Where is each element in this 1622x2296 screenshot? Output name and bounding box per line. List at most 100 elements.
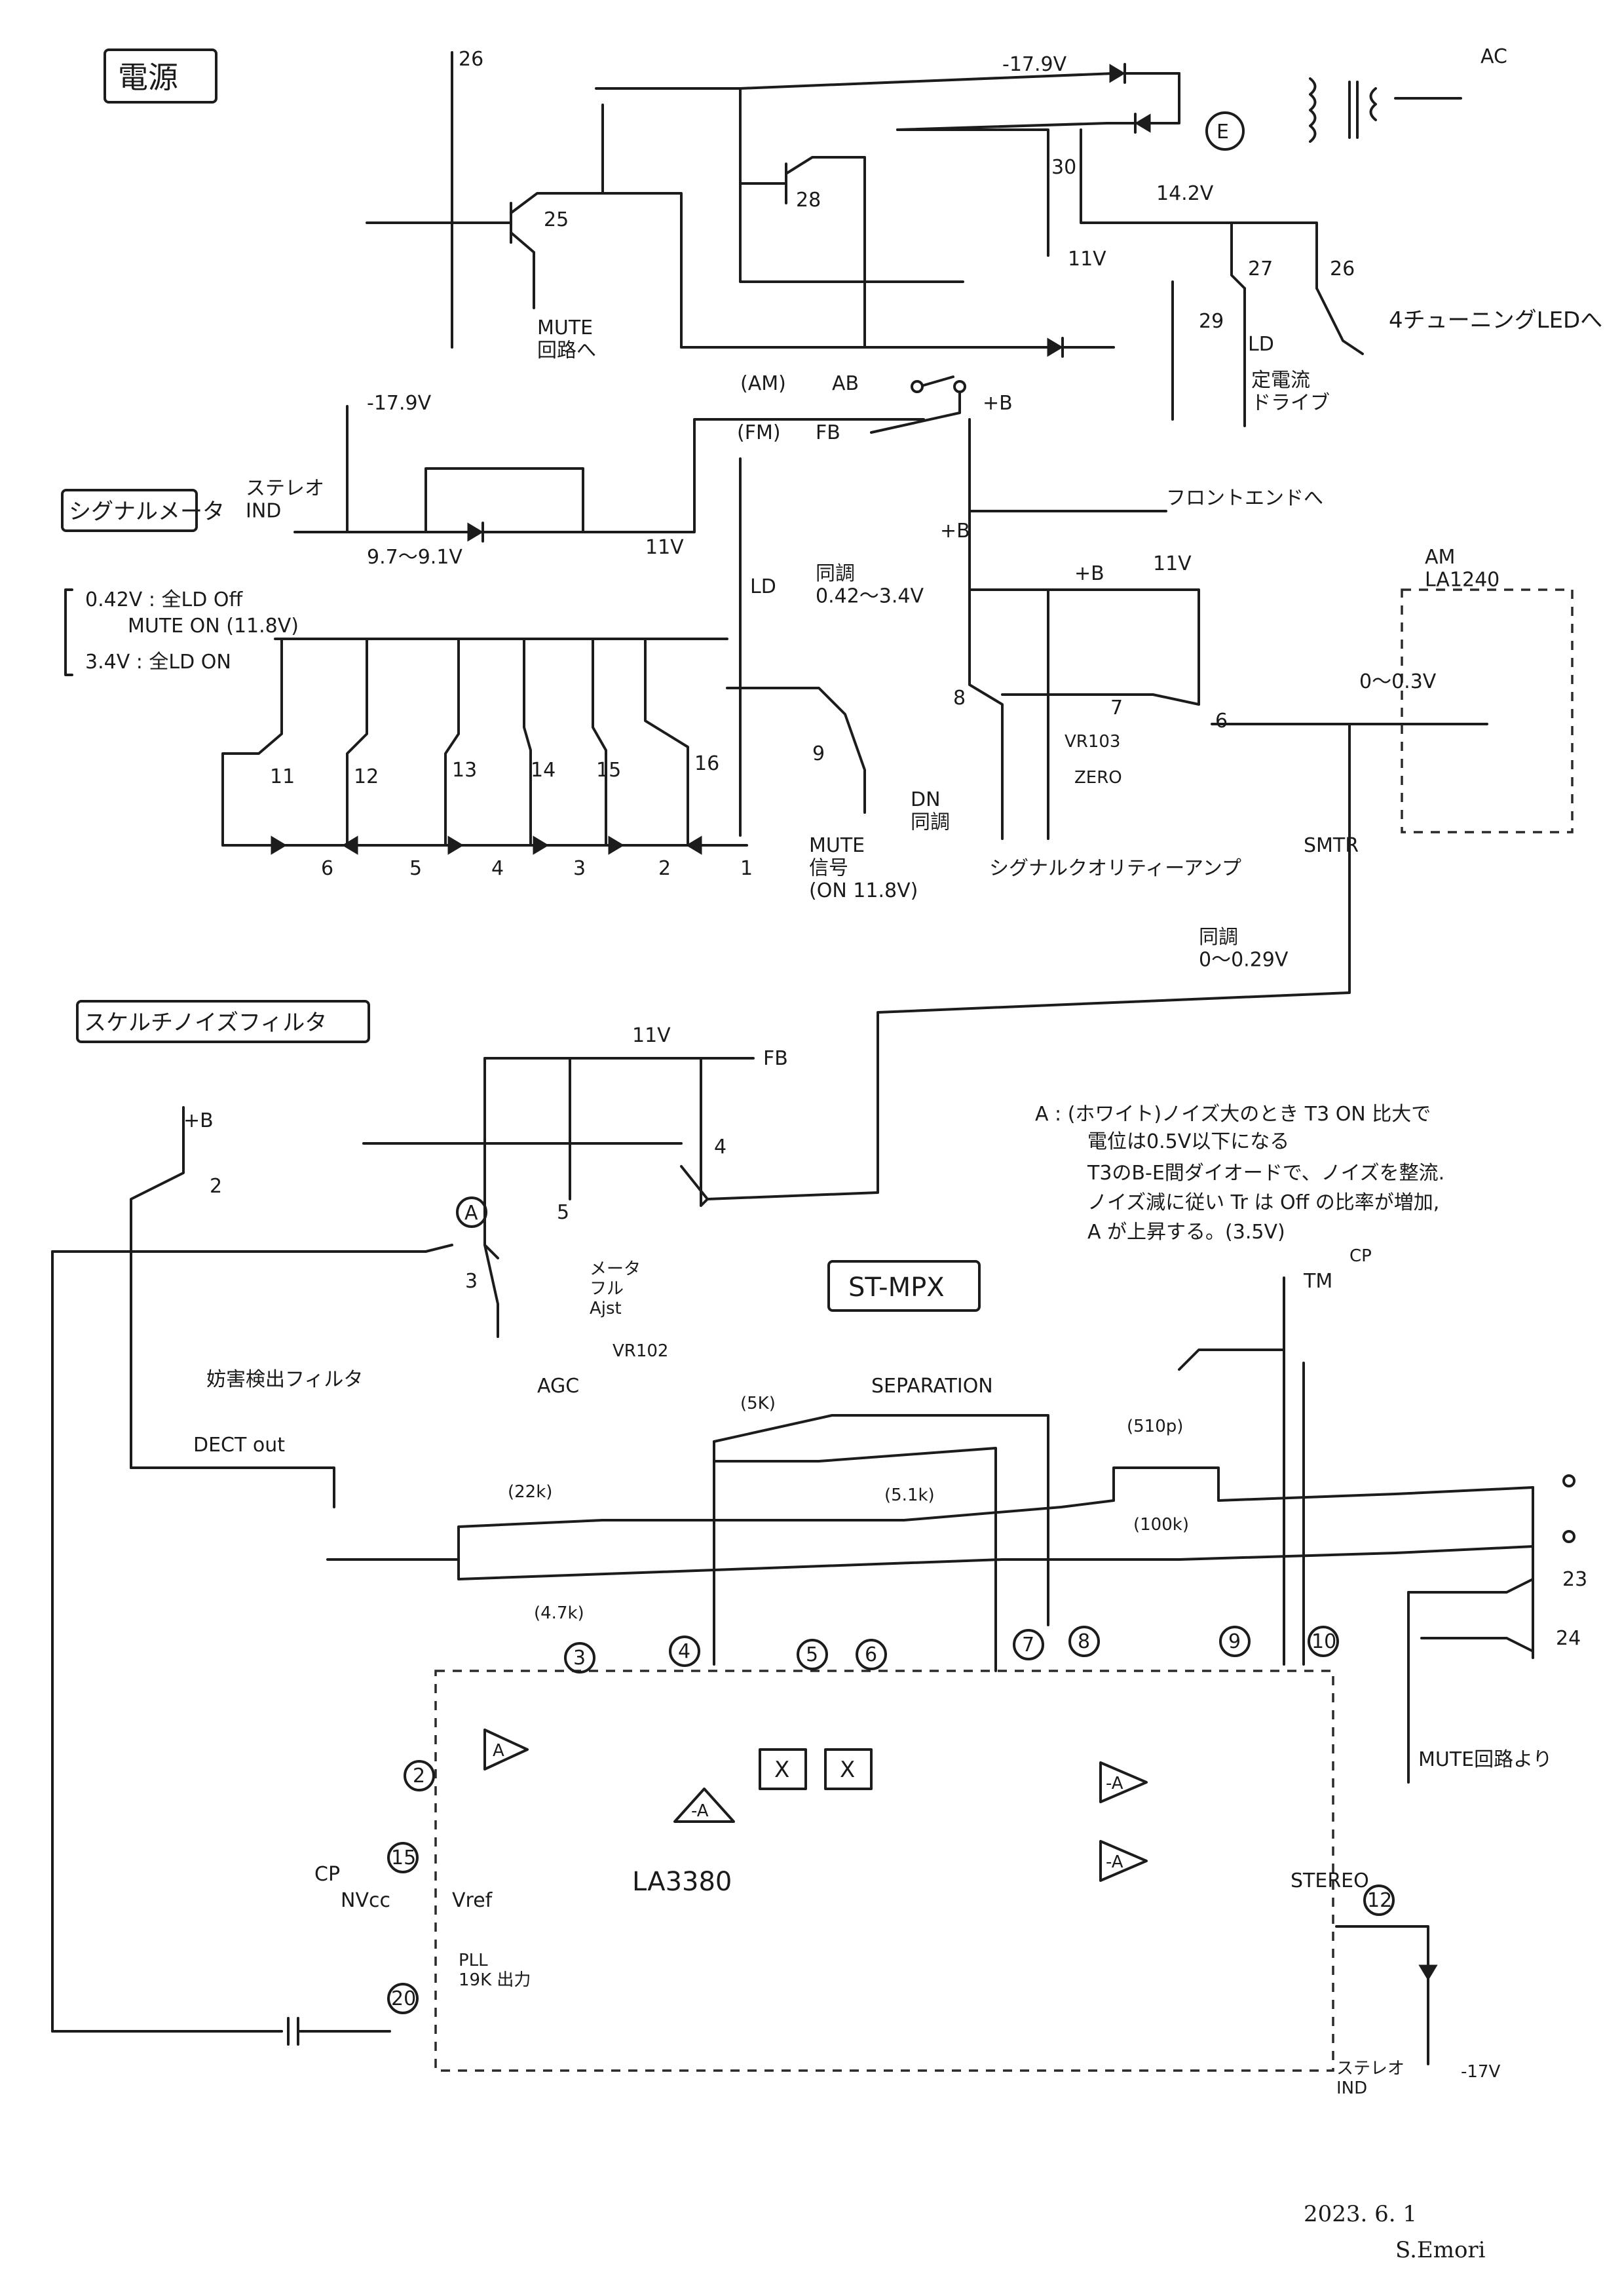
pin9: 9 [1228, 1630, 1241, 1653]
stereo-label: STEREO [1291, 1869, 1369, 1892]
switch-contact-com [953, 380, 966, 393]
tr15-label: 15 [596, 759, 621, 782]
plusb-filter-label: +B [183, 1109, 214, 1132]
k26-label: 26 [459, 48, 483, 71]
led-number-labels: 6 5 4 3 2 1 [321, 857, 753, 880]
zero-label: ZERO [1074, 768, 1122, 788]
filter-section: スケルチノイズフィルタ 11V FB 4 5 +B 2 A 3 妨害検出フィルタ… [51, 1000, 1444, 2033]
pilot-lamp [1205, 111, 1245, 151]
tr6-label: 6 [1215, 710, 1228, 733]
agc-label: AGC [537, 1375, 579, 1398]
pin5: 5 [806, 1643, 818, 1666]
ic-name-label: LA3380 [632, 1867, 732, 1897]
led-3 [533, 835, 549, 855]
cp-label-top: CP [1349, 1246, 1372, 1266]
led-5 [342, 835, 358, 855]
amp-neg-a-2 [1099, 1761, 1148, 1803]
fm-label: (FM) [737, 421, 781, 444]
meter-diode [467, 522, 483, 542]
amp-neg-a-1 [673, 1788, 735, 1823]
ic-pin-labels: 2 3 4 5 6 7 8 9 10 12 15 20 [387, 1626, 1395, 2014]
diode-tr29 [1047, 337, 1063, 357]
pin20: 20 [391, 1987, 416, 2010]
node-a-marker [456, 1196, 487, 1228]
la3380-ic-outline [434, 1670, 1334, 2072]
am-label: (AM) [740, 372, 786, 395]
tr24-label: 24 [1556, 1627, 1581, 1650]
tr16-label: 16 [694, 752, 719, 775]
tr3-label: 3 [465, 1270, 478, 1293]
tr28-label: 28 [796, 189, 821, 212]
rectifier-diode-1 [1109, 64, 1125, 83]
filter-title: スケルチノイズフィルタ [84, 1010, 327, 1036]
transformer-coil [1309, 77, 1317, 143]
led6-label: 6 [321, 857, 333, 880]
tr8-label: 8 [953, 687, 966, 710]
filter-title-box [76, 1000, 370, 1043]
stmpx-title-box [827, 1260, 981, 1312]
led5-label: 5 [409, 857, 422, 880]
st-mpx-section: ST-MPX LA3380 (22k) (4.7k) (5.1k) SEPARA… [51, 1246, 1587, 2098]
power-title-box [104, 48, 217, 104]
tr2-label: 2 [210, 1175, 222, 1198]
led-2 [608, 835, 624, 855]
note2: MUTE ON (11.8V) [128, 615, 299, 638]
plusb-meter-label2: +B [1074, 562, 1104, 585]
switch-arm [922, 375, 954, 387]
note-a-line4: ノイズ減に従い Tr は Off の比率が増加, [1087, 1191, 1439, 1214]
pin15: 15 [391, 1846, 416, 1869]
ab-label: AB [832, 372, 859, 395]
vr102-label: VR102 [613, 1341, 668, 1361]
cp-label-mid: CP [314, 1863, 340, 1886]
tr23-label: 23 [1562, 1568, 1587, 1591]
v-neg-17-9-meter: -17.9V [367, 392, 432, 415]
multiplier-2 [824, 1748, 873, 1790]
node-a-label: A [464, 1202, 478, 1225]
svg-text:E: E [1216, 121, 1229, 144]
pin8: 8 [1078, 1630, 1090, 1653]
v11b-label: 11V [1153, 552, 1192, 575]
tr9-label: 9 [812, 742, 825, 765]
mult-label-2: X [840, 1757, 855, 1783]
signal-meter-title: シグナルメータ [69, 499, 225, 525]
disturb-filter-label: 妨害検出フィルタ [206, 1368, 363, 1391]
nvcc-label: NVcc [341, 1889, 390, 1912]
output-terminal-l [1562, 1474, 1575, 1487]
v11-label: 11V [1068, 248, 1106, 271]
led2-label: 2 [658, 857, 671, 880]
comparator-transistor-labels: 11 12 13 14 15 16 9 [270, 742, 825, 788]
pin6: 6 [865, 1643, 877, 1666]
author-label: S.Emori [1395, 2237, 1486, 2263]
note-a-block: A : (ホワイト)ノイズ大のとき T3 ON 比大で 電位は0.5V以下になる… [1035, 1103, 1444, 1244]
v-neg-17-9-label: -17.9V [1002, 53, 1067, 76]
led3-label: 3 [573, 857, 586, 880]
note-a-line1: A : (ホワイト)ノイズ大のとき T3 ON 比大で [1035, 1103, 1431, 1126]
pin2: 2 [413, 1765, 425, 1788]
r5-1k-label: (5.1k) [884, 1485, 935, 1505]
tuning-led-label: 4チューニングLEDへ [1389, 307, 1602, 334]
pin12: 12 [1367, 1889, 1392, 1912]
r4-7k-label: (4.7k) [534, 1603, 584, 1623]
led-4 [447, 835, 464, 855]
led1-label: 1 [740, 857, 753, 880]
led-row [271, 835, 702, 855]
tr25-label: 25 [544, 208, 569, 231]
am-ic-dashed-box [1401, 588, 1574, 833]
date-label: 2023. 6. 1 [1304, 2201, 1417, 2227]
pin4: 4 [678, 1640, 690, 1663]
tr14-label: 14 [531, 759, 556, 782]
footer: 2023. 6. 1 S.Emori [1304, 2201, 1486, 2263]
tr29-label: 29 [1199, 310, 1224, 333]
plusb-meter-label: +B [940, 520, 970, 543]
tr4-label: 4 [714, 1136, 726, 1158]
v-0-0-3-label: 0〜0.3V [1359, 670, 1437, 693]
